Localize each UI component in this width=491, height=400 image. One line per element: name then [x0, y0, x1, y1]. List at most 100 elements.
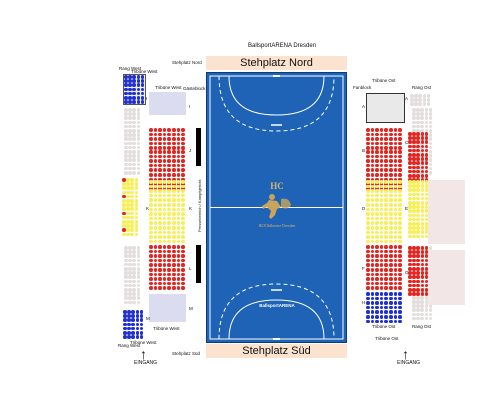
seat[interactable] — [393, 128, 398, 132]
seat[interactable] — [128, 91, 132, 96]
seat[interactable] — [428, 145, 433, 150]
seat[interactable] — [412, 161, 416, 165]
seat[interactable] — [379, 258, 384, 263]
seat[interactable] — [172, 239, 176, 244]
seat[interactable] — [124, 108, 128, 112]
seat[interactable] — [398, 154, 402, 159]
seat[interactable] — [153, 245, 158, 249]
seat[interactable] — [384, 182, 388, 186]
seat[interactable] — [136, 288, 141, 292]
seat[interactable] — [122, 194, 126, 199]
seat[interactable] — [176, 207, 181, 212]
seat[interactable] — [375, 254, 379, 258]
seat[interactable] — [389, 292, 393, 296]
seat[interactable] — [366, 301, 370, 305]
seat[interactable] — [416, 169, 420, 174]
seat[interactable] — [181, 154, 185, 159]
seat[interactable] — [126, 178, 130, 182]
seat[interactable] — [124, 112, 128, 116]
seat[interactable] — [176, 128, 181, 132]
seat[interactable] — [424, 213, 429, 218]
seat[interactable] — [140, 79, 145, 83]
seat[interactable] — [416, 271, 420, 275]
seat[interactable] — [389, 184, 393, 189]
seat[interactable] — [366, 189, 370, 193]
seat[interactable] — [172, 177, 176, 182]
seat[interactable] — [135, 314, 140, 318]
seat[interactable] — [136, 108, 141, 112]
seat[interactable] — [127, 318, 131, 322]
seat[interactable] — [149, 173, 153, 177]
seat[interactable] — [181, 207, 185, 212]
seat[interactable] — [181, 180, 185, 184]
seat[interactable] — [416, 153, 420, 157]
seat[interactable] — [126, 220, 130, 224]
seat[interactable] — [181, 203, 185, 207]
seat[interactable] — [412, 174, 416, 178]
seat[interactable] — [181, 150, 185, 154]
seat[interactable] — [149, 286, 153, 290]
seat[interactable] — [181, 189, 185, 193]
seat[interactable] — [122, 186, 126, 190]
seat[interactable] — [398, 180, 402, 184]
seat[interactable] — [176, 277, 181, 281]
seat[interactable] — [370, 268, 375, 272]
seat[interactable] — [128, 288, 132, 292]
seat[interactable] — [162, 272, 167, 277]
seat[interactable] — [172, 193, 176, 198]
seat[interactable] — [153, 272, 158, 277]
seat[interactable] — [379, 154, 384, 159]
seat[interactable] — [153, 146, 158, 150]
seat[interactable] — [136, 271, 141, 275]
seat[interactable] — [379, 212, 384, 216]
seat[interactable] — [384, 180, 388, 184]
seat[interactable] — [416, 258, 420, 263]
seat[interactable] — [375, 159, 379, 163]
seat[interactable] — [136, 129, 141, 133]
seat[interactable] — [398, 137, 402, 141]
seat[interactable] — [158, 180, 162, 184]
seat[interactable] — [420, 316, 424, 321]
seat[interactable] — [398, 146, 402, 150]
rang-ost-block-3[interactable] — [412, 300, 433, 321]
seat[interactable] — [153, 132, 158, 137]
seat[interactable] — [128, 296, 132, 300]
seat[interactable] — [158, 168, 162, 172]
seat[interactable] — [389, 245, 393, 249]
seat[interactable] — [420, 188, 425, 192]
seat[interactable] — [124, 154, 128, 158]
seat[interactable] — [153, 258, 158, 263]
seat[interactable] — [384, 146, 388, 150]
seat[interactable] — [393, 245, 398, 249]
seat[interactable] — [158, 272, 162, 277]
seat[interactable] — [176, 159, 181, 163]
seat[interactable] — [428, 316, 433, 321]
seat[interactable] — [384, 292, 388, 296]
seat[interactable] — [176, 184, 181, 189]
seat[interactable] — [393, 315, 398, 319]
seat[interactable] — [162, 230, 167, 235]
seat[interactable] — [379, 305, 384, 310]
seat[interactable] — [370, 292, 375, 296]
seat[interactable] — [375, 182, 379, 186]
seat[interactable] — [181, 281, 185, 286]
seat[interactable] — [398, 141, 402, 146]
seat[interactable] — [172, 132, 176, 137]
seat[interactable] — [181, 245, 185, 249]
seat[interactable] — [370, 254, 375, 258]
seat[interactable] — [158, 263, 162, 267]
seat[interactable] — [140, 75, 145, 79]
seat[interactable] — [379, 128, 384, 132]
seat[interactable] — [153, 216, 158, 221]
seat[interactable] — [149, 180, 153, 184]
seat[interactable] — [128, 137, 132, 141]
seat[interactable] — [167, 180, 171, 184]
seat[interactable] — [366, 137, 370, 141]
seat[interactable] — [428, 171, 433, 175]
seat[interactable] — [416, 213, 420, 218]
seat[interactable] — [410, 102, 414, 106]
seat[interactable] — [398, 263, 402, 267]
seat[interactable] — [181, 137, 185, 141]
seat[interactable] — [375, 207, 379, 212]
seat[interactable] — [366, 305, 370, 310]
